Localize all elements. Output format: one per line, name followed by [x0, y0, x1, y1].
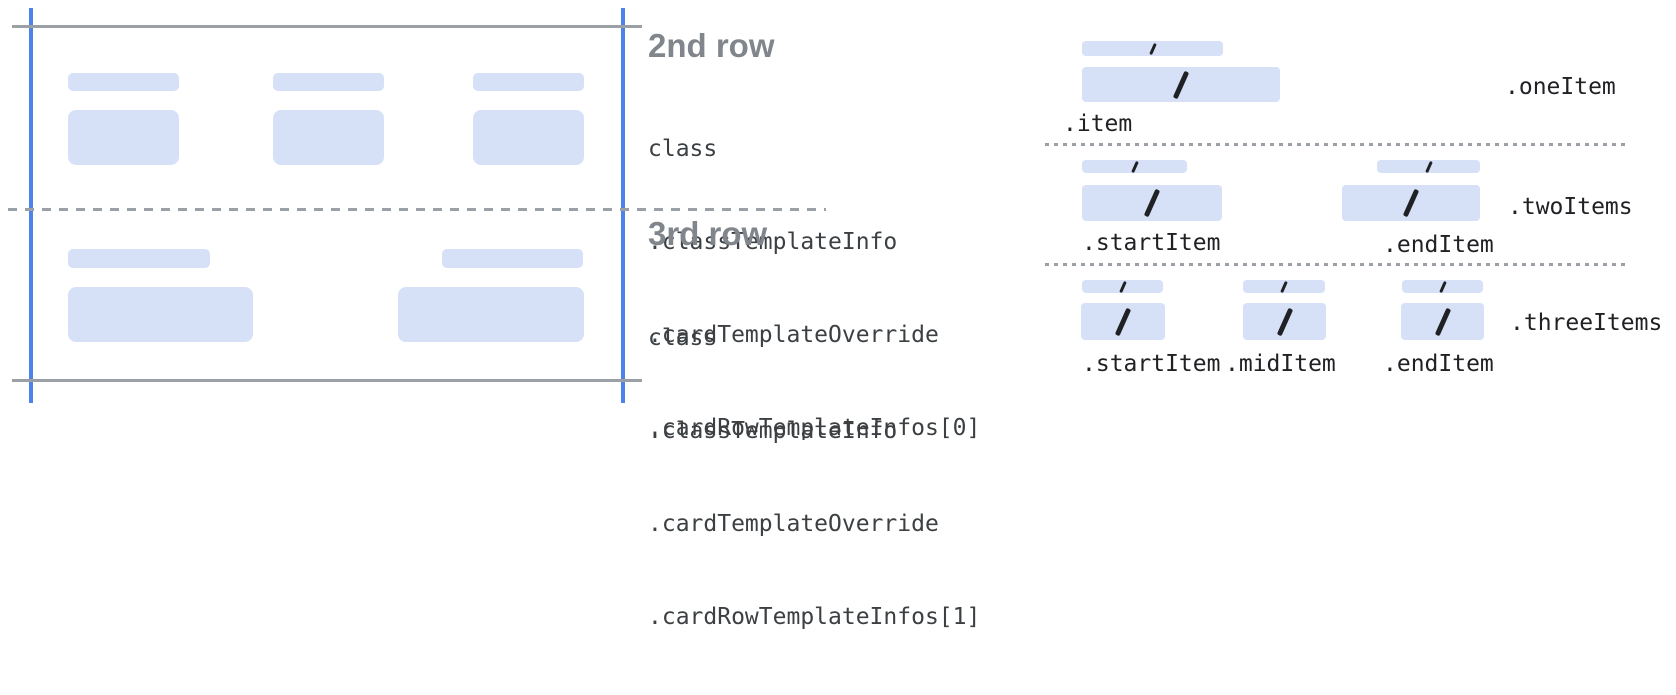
- threeitems-end-small-bar: [1402, 280, 1483, 293]
- row2-col1-value-box: [68, 110, 179, 165]
- oneitem-large-bar: [1082, 67, 1280, 102]
- threeitems-mid-small-bar: [1243, 280, 1325, 293]
- slash-icon: [1438, 280, 1447, 293]
- class-path-line: .cardTemplateOverride: [648, 511, 939, 537]
- row3-col2-value-box: [398, 287, 584, 342]
- section-heading-3rd-row: 3rd row: [648, 215, 768, 252]
- section-divider-dotted: [1045, 263, 1630, 266]
- row2-col2-value-box: [273, 110, 384, 165]
- slash-icon: [1402, 188, 1420, 218]
- row3-col2-label-bar: [442, 249, 583, 268]
- row2-col2-label-bar: [273, 73, 384, 91]
- slash-icon: [1434, 307, 1451, 336]
- card-left-guide-line: [29, 8, 33, 403]
- class-path-3rd-row: class .classTemplateInfo .cardTemplateOv…: [648, 261, 980, 695]
- class-path-line: .classTemplateInfo: [648, 418, 898, 444]
- row3-col1-label-bar: [68, 249, 210, 268]
- oneitem-small-bar: [1082, 41, 1223, 56]
- enditem-label: .endItem: [1383, 232, 1494, 258]
- enditem-label: .endItem: [1383, 351, 1494, 377]
- section-heading-2nd-row: 2nd row: [648, 27, 775, 64]
- card-bottom-boundary-line: [12, 379, 642, 382]
- class-path-line: class: [648, 325, 718, 351]
- layout-name-threeitems: .threeItems: [1510, 310, 1663, 336]
- threeitems-mid-large-bar: [1243, 303, 1326, 340]
- miditem-label: .midItem: [1225, 351, 1336, 377]
- threeitems-start-large-bar: [1081, 303, 1165, 340]
- layout-name-oneitem: .oneItem: [1505, 74, 1616, 100]
- slash-icon: [1424, 160, 1433, 173]
- class-path-line: .cardTemplateOverride: [648, 322, 939, 348]
- class-path-line: .cardRowTemplateInfos[1]: [648, 604, 981, 630]
- layout-name-twoitems: .twoItems: [1508, 194, 1633, 220]
- slash-icon: [1130, 160, 1139, 173]
- twoitems-end-small-bar: [1377, 160, 1480, 173]
- slash-icon: [1172, 70, 1190, 99]
- slash-icon: [1276, 307, 1293, 336]
- row-divider-dashed-line: [8, 208, 826, 211]
- card-top-boundary-line: [12, 25, 642, 28]
- threeitems-start-small-bar: [1082, 280, 1163, 293]
- class-path-line: .classTemplateInfo: [648, 229, 898, 255]
- startitem-label: .startItem: [1082, 230, 1221, 256]
- twoitems-start-small-bar: [1082, 160, 1187, 173]
- slash-icon: [1280, 280, 1288, 293]
- slash-icon: [1148, 42, 1157, 55]
- threeitems-end-large-bar: [1401, 303, 1484, 340]
- row3-col1-value-box: [68, 287, 253, 342]
- startitem-label: .startItem: [1082, 351, 1221, 377]
- row2-col3-value-box: [473, 110, 584, 165]
- row2-col3-label-bar: [473, 73, 584, 91]
- twoitems-start-large-bar: [1082, 185, 1222, 221]
- slash-icon: [1114, 307, 1132, 336]
- slash-icon: [1143, 188, 1161, 218]
- row2-col1-label-bar: [68, 73, 179, 91]
- wallet-card-template-diagram: 2nd row class .classTemplateInfo .cardTe…: [8, 8, 1663, 630]
- card-right-guide-line: [621, 8, 625, 403]
- class-path-line: class: [648, 136, 718, 162]
- twoitems-end-large-bar: [1342, 185, 1480, 221]
- slash-icon: [1118, 280, 1127, 293]
- item-label: .item: [1063, 111, 1133, 137]
- section-divider-dotted: [1045, 143, 1630, 146]
